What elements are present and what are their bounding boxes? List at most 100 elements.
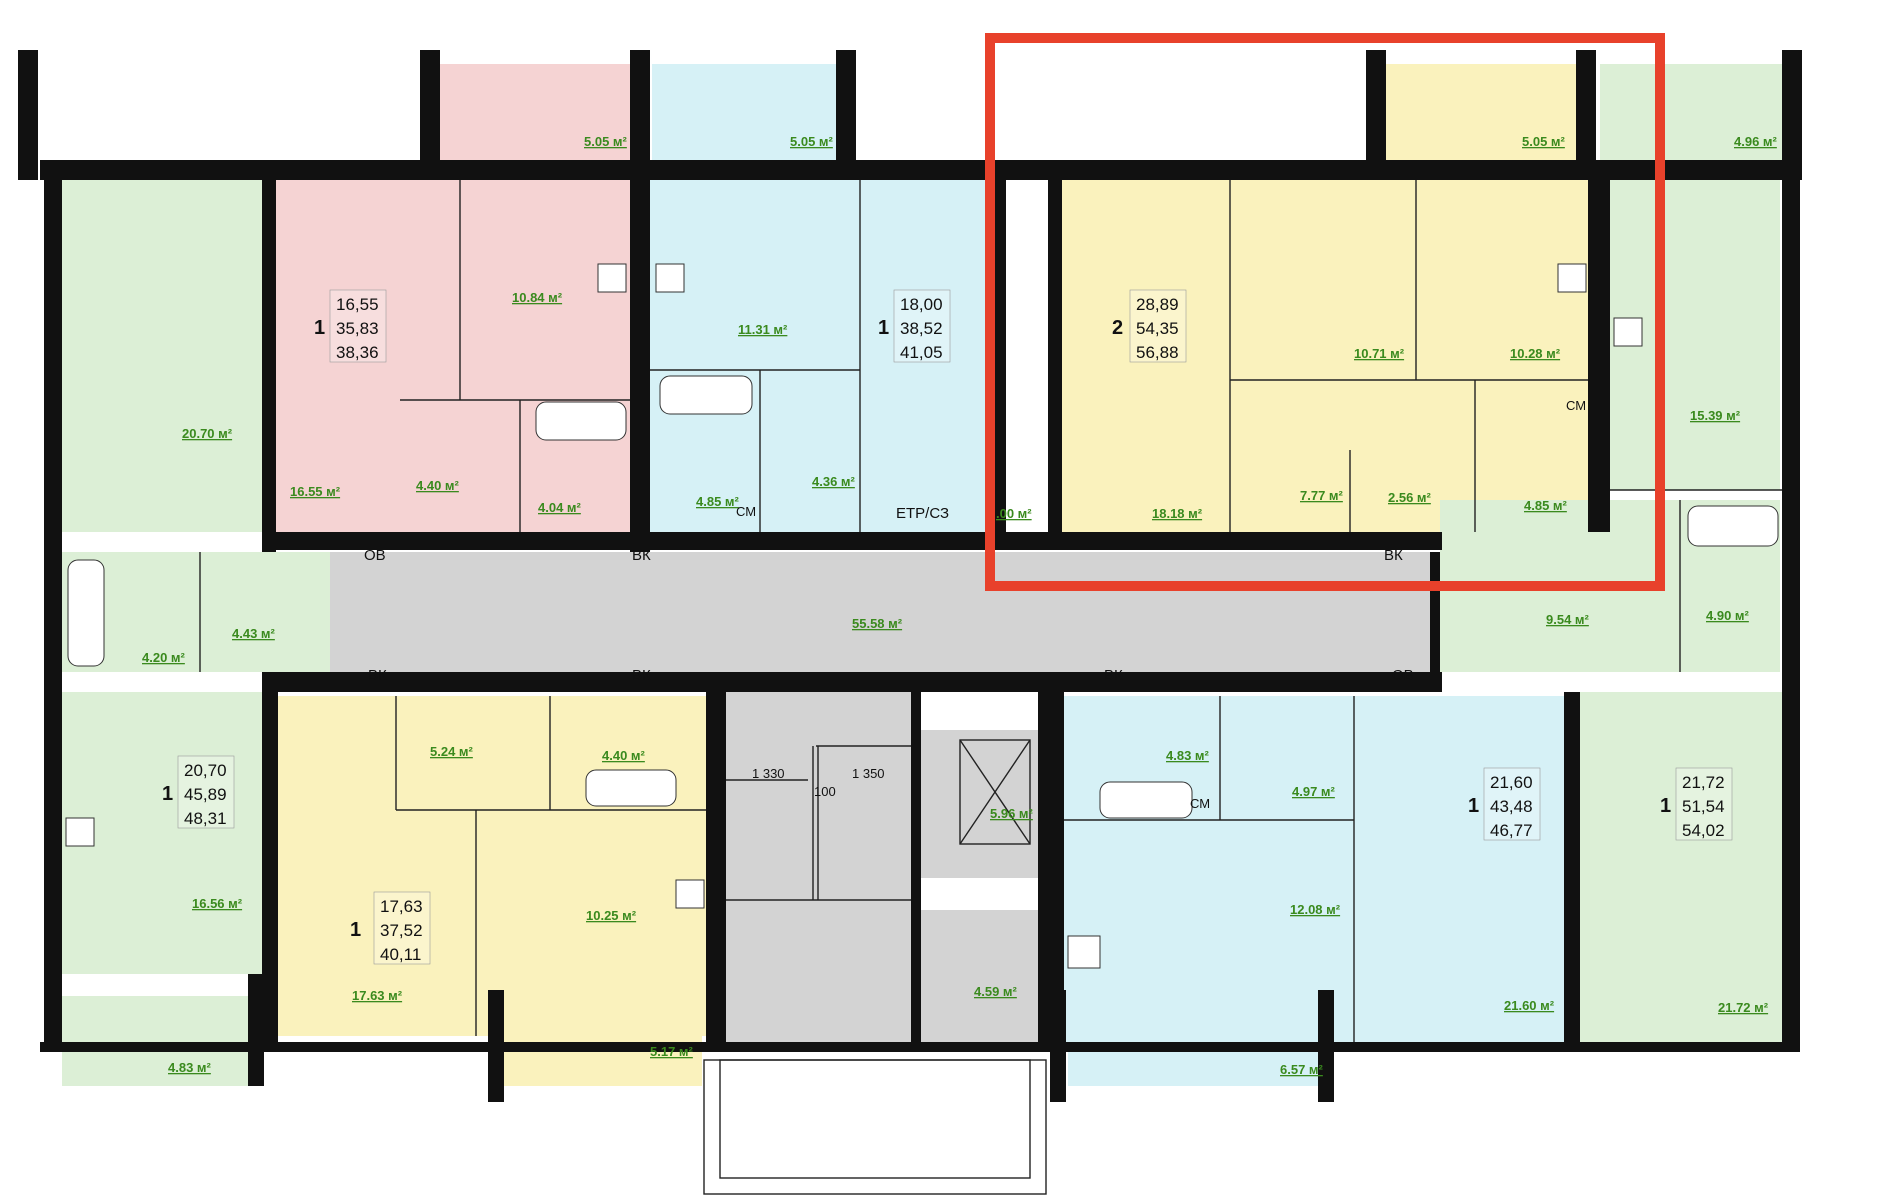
room-area: 16.55 м² [290, 484, 341, 499]
room-area: 10.28 м² [1510, 346, 1561, 361]
apt-rooms: 1 [1660, 795, 1671, 817]
green-apartment-left[interactable] [62, 180, 262, 532]
room-area: 5.24 м² [430, 744, 474, 759]
apartment-label-left-1: 1 20,70 45,89 48,31 [162, 755, 235, 829]
apt-rooms: 1 [878, 317, 889, 339]
tech-room [918, 910, 1040, 1044]
apt-living: 21,72 [1682, 773, 1725, 792]
bathtub-icon [1099, 781, 1193, 819]
room-area-labels: 5.05 м² 5.05 м² 5.05 м² 4.96 м² 10.84 м²… [142, 134, 1778, 1077]
apartment-label-top-1: 1 16,55 35,83 38,36 [314, 289, 387, 363]
room-area: 9.54 м² [1546, 612, 1590, 627]
walls [18, 50, 1802, 1102]
room-area: 5.05 м² [790, 134, 834, 149]
stove-icon [65, 817, 95, 847]
yellow-balcony-top [1386, 64, 1576, 160]
room-area: 55.58 м² [852, 616, 903, 631]
stove-icon [1067, 935, 1101, 969]
apt-area: 54,35 [1136, 319, 1179, 338]
apt-area: 37,52 [380, 921, 423, 940]
cm-tag: СМ [736, 504, 756, 519]
apt-total: 54,02 [1682, 821, 1725, 840]
room-area: 4.83 м² [1166, 748, 1210, 763]
apt-area: 43,48 [1490, 797, 1533, 816]
apt-total: 56,88 [1136, 343, 1179, 362]
fixtures [65, 263, 1779, 969]
room-area: 4.59 м² [974, 984, 1018, 999]
room-area: 12.08 м² [1290, 902, 1341, 917]
apartment-label-bottom-2: 1 21,60 43,48 46,77 [1468, 767, 1541, 841]
green-bath-left [62, 552, 332, 672]
cyan-apartment-top[interactable] [650, 180, 988, 532]
ob-tag: ОВ [364, 547, 386, 564]
room-area: 4.97 м² [1292, 784, 1336, 799]
apt-living: 21,60 [1490, 773, 1533, 792]
room-area: 4.40 м² [416, 478, 460, 493]
pink-apartment[interactable] [276, 180, 630, 532]
room-fills [62, 64, 1782, 1086]
bathtub-icon [585, 769, 677, 807]
highlight-frame [985, 33, 1665, 591]
stove-icon [675, 879, 705, 909]
apt-living: 28,89 [1136, 295, 1179, 314]
apt-rooms: 1 [350, 919, 361, 941]
room-area: 16.56 м² [192, 896, 243, 911]
room-area: 4.85 м² [1524, 498, 1568, 513]
room-area: 11.31 м² [738, 322, 788, 337]
room-area: 15.39 м² [1690, 408, 1741, 423]
room-area: 20.70 м² [182, 426, 233, 441]
dimension-label: 1 330 [752, 766, 785, 781]
room-area: 4.36 м² [812, 474, 856, 489]
apartment-label-bottom-1: 1 17,63 37,52 40,11 [350, 891, 431, 965]
apt-total: 46,77 [1490, 821, 1533, 840]
etp-tag: ЕТР/СЗ [896, 505, 949, 522]
apt-living: 20,70 [184, 761, 227, 780]
room-area: 10.25 м² [586, 908, 637, 923]
green-living-right [1580, 692, 1782, 1044]
apt-rooms: 2 [1112, 317, 1123, 339]
room-area: 7.77 м² [1300, 488, 1344, 503]
green-balcony-left [62, 996, 248, 1086]
apt-area: 35,83 [336, 319, 379, 338]
room-area: 4.20 м² [142, 650, 186, 665]
room-area: 17.63 м² [352, 988, 403, 1003]
room-area: .00 м² [996, 506, 1032, 521]
corridor [330, 552, 1430, 672]
cyan-apartment-bottom[interactable] [1064, 696, 1564, 1042]
bk-tag: ВК [632, 547, 651, 564]
yellow-apartment-bottom[interactable] [278, 696, 706, 1036]
apt-rooms: 1 [1468, 795, 1479, 817]
yellow-apartment-top[interactable] [1048, 180, 1588, 532]
room-area: 10.84 м² [512, 290, 563, 305]
room-area: 5.17 м² [650, 1044, 694, 1059]
bathtub-icon [659, 375, 753, 415]
stair-dimensions: 1 330 1 350 100 [752, 766, 885, 799]
bathtub-icon [535, 401, 627, 441]
apt-rooms: 1 [162, 783, 173, 805]
partitions [199, 180, 1782, 1195]
dimension-label: 100 [814, 784, 836, 799]
room-area: 4.85 м² [696, 494, 740, 509]
room-area: 4.40 м² [602, 748, 646, 763]
apt-total: 41,05 [900, 343, 943, 362]
pink-balcony [440, 64, 630, 160]
apt-living: 18,00 [900, 295, 943, 314]
stove-icon [655, 263, 685, 293]
bk-tag: ВК [368, 667, 387, 684]
bk-tag: ВК [632, 667, 651, 684]
room-area: 4.43 м² [232, 626, 276, 641]
apartment-label-top-3: 2 28,89 54,35 56,88 [1112, 289, 1187, 363]
cm-tag: СМ [1190, 796, 1210, 811]
stove-icon [597, 263, 627, 293]
apt-total: 40,11 [380, 945, 421, 964]
room-area: 5.96 м² [990, 806, 1034, 821]
stove-icon [1613, 317, 1643, 347]
room-area: 5.05 м² [1522, 134, 1566, 149]
green-balcony-right [1600, 64, 1782, 160]
ob-tag: ОВ [1392, 667, 1414, 684]
apt-rooms: 1 [314, 317, 325, 339]
green-living-left [62, 692, 262, 974]
room-area: 4.83 м² [168, 1060, 212, 1075]
room-area: 18.18 м² [1152, 506, 1203, 521]
